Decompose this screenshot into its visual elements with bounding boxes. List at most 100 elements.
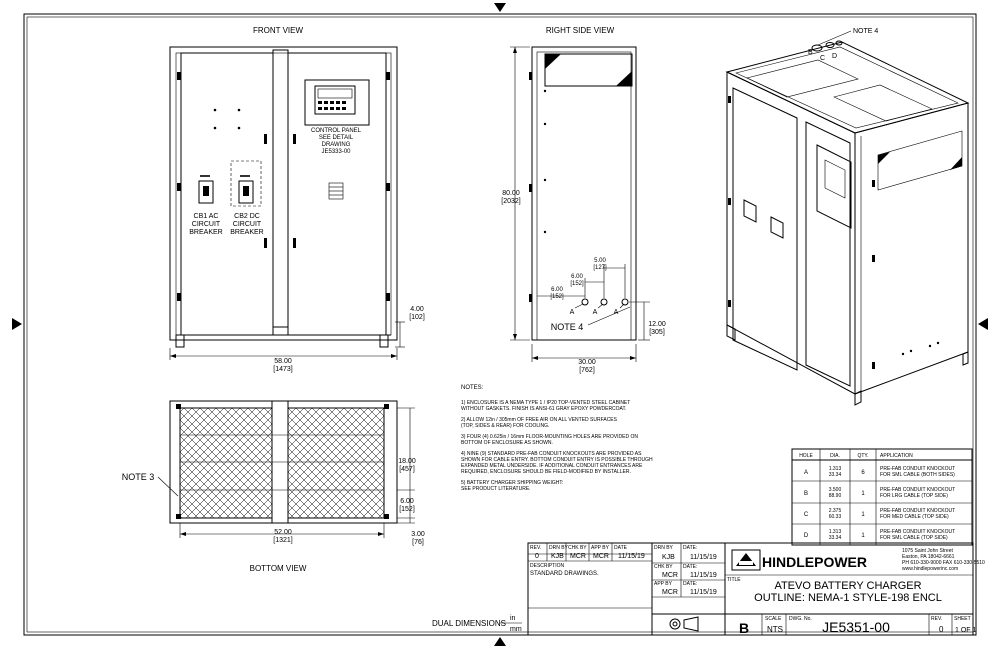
notes-title: NOTES: — [461, 385, 484, 391]
dual-dims-label: DUAL DIMENSIONS — [432, 619, 506, 628]
hole-col-dia: DIA. — [830, 453, 840, 459]
front-width-dim: 58.00 — [274, 358, 292, 365]
bottom-width-dim: 52.00 — [274, 529, 292, 536]
drn-by-value: KJB — [662, 554, 675, 561]
title-label: TITLE — [727, 577, 741, 583]
bottom-width-dim-mm: [1321] — [273, 537, 293, 544]
side-height-dim: 80.00 — [502, 190, 520, 197]
date-value: 11/15/19 — [618, 553, 645, 560]
bottom-mesh-left — [179, 407, 273, 519]
foot-dim: 4.00 — [410, 306, 424, 313]
hole-b-dia: 3.500 — [829, 487, 842, 493]
description-text: STANDARD DRAWINGS. — [530, 571, 599, 577]
ko-2-dim: 6.00 — [551, 287, 563, 293]
rev-label: REV. — [931, 616, 942, 622]
iso-top-face — [725, 41, 970, 134]
description-label: DESCRIPTION — [530, 563, 565, 569]
top-center-mark — [494, 3, 506, 12]
note-2-line-1: 2) ALLOW 12in / 305mm OF FREE AIR ON ALL… — [461, 417, 618, 423]
bottom-dim-18-mm: [457] — [399, 466, 415, 473]
cp-label-4: JE5333-00 — [321, 149, 351, 155]
hole-col-app: APPLICATION — [880, 453, 913, 459]
drn-by-label: DRN BY — [654, 545, 674, 551]
front-width-dim-mm: [1473] — [273, 366, 293, 373]
hole-col-hole: HOLE — [799, 453, 813, 459]
date-header: DATE — [614, 545, 628, 551]
cb1-breaker[interactable] — [198, 180, 214, 204]
inner-border — [26, 16, 974, 633]
ko-1-dim-mm: [152] — [570, 281, 584, 287]
hole-a-qty: 6 — [861, 470, 865, 476]
hole-d-qty: 1 — [861, 533, 865, 539]
app-by-label: APP BY — [654, 581, 673, 587]
side-dots — [543, 89, 547, 234]
dual-dimensions-legend: DUAL DIMENSIONS in mm — [432, 615, 522, 633]
iso-letter-c: C — [820, 55, 825, 62]
door-latches — [264, 134, 296, 248]
company-address-1: 1075 Saint John Street — [902, 548, 953, 554]
side-ko-3 — [621, 298, 629, 306]
hole-c-dia-mm: 60.33 — [829, 514, 842, 520]
front-enclosure — [169, 46, 398, 341]
control-panel[interactable] — [304, 79, 370, 126]
right-view-title: RIGHT SIDE VIEW — [546, 26, 615, 35]
hole-a-3: A — [614, 309, 619, 316]
cb1-label-1: CB1 AC — [194, 213, 219, 220]
iso-ko-b — [811, 44, 823, 52]
title-block: REV. DRN BY CHK BY APP BY DATE 0 KJB MCR… — [527, 542, 985, 636]
scale-label: SCALE — [765, 616, 782, 622]
app-header: APP BY — [591, 545, 610, 551]
hole-a-1: A — [570, 309, 575, 316]
drn-header: DRN BY — [549, 545, 569, 551]
note-3-line-2: BOTTOM OF ENCLOSURE AS SHOWN. — [461, 440, 553, 446]
dual-dims-mm: mm — [510, 626, 522, 633]
cb2-breaker[interactable] — [238, 180, 254, 204]
cp-label-3: DRAWING — [322, 142, 351, 148]
front-view: FRONT VIEW CB1 AC CIRCUIT BREAK — [169, 26, 425, 373]
note-5-line-2: SEE PRODUCT LITERATURE. — [461, 486, 531, 492]
hole-a-dia-mm: 33.34 — [829, 472, 842, 478]
iso-top-vent-2 — [833, 84, 933, 122]
hole-b-dia-mm: 88.90 — [829, 493, 842, 499]
company-address-2: Easton, PA 18042-6661 — [902, 554, 955, 560]
hole-a-2: A — [593, 309, 598, 316]
bottom-dim-3: 3.00 — [411, 531, 425, 538]
company-name: HINDLEPOWER — [762, 554, 867, 570]
company-logo-icon — [731, 549, 761, 571]
side-top-vent — [544, 53, 633, 87]
hole-d-app-1: PRE-FAB CONDUIT KNOCKOUT — [880, 529, 955, 535]
cb2-label-2: CIRCUIT — [233, 221, 262, 228]
iso-control-panel — [816, 144, 852, 229]
note-5-line-1: 5) BATTERY CHARGER SHIPPING WEIGHT: — [461, 480, 563, 486]
front-foot-left — [175, 334, 185, 348]
chk-date-label: DATE: — [683, 564, 697, 570]
note-3-line-1: 3) FOUR (4) 0.625in / 16mm FLOOR-MOUNTIN… — [461, 434, 638, 440]
left-center-mark — [12, 318, 22, 330]
side-ko-1 — [581, 298, 589, 306]
side-depth-dim-mm: [762] — [579, 367, 595, 374]
table-row: D — [804, 533, 809, 539]
rev-value-bottom: 0 — [939, 625, 944, 634]
company-address-3: PH 610-330-9000 FAX 610-330-5510 — [902, 560, 985, 566]
bottom-dim-3-mm: [76] — [412, 539, 424, 546]
chk-by-value: MCR — [662, 572, 678, 579]
table-row: A — [804, 470, 808, 476]
iso-ko-d — [835, 40, 843, 46]
ko-1-dim: 6.00 — [571, 274, 583, 280]
hole-b-app-2: FOR LRG CABLE (TOP SIDE) — [880, 493, 948, 499]
note-4-line-4: REQUIRED, ENCLOSURE SHOULD BE FIELD-MODI… — [461, 469, 631, 475]
app-value: MCR — [593, 553, 609, 560]
cb1-label-2: CIRCUIT — [192, 221, 221, 228]
side-height-dim-mm: [2032] — [501, 198, 521, 205]
side-tabs — [529, 72, 532, 302]
mounting-dots — [213, 108, 241, 130]
iso-ko-c — [825, 42, 835, 48]
bottom-view: BOTTOM VIEW NOTE 3 52.00 [1321] 18.00 [4… — [122, 400, 425, 573]
scale-value: NTS — [767, 625, 783, 634]
right-center-mark — [978, 318, 988, 330]
bottom-view-title: BOTTOM VIEW — [250, 564, 307, 573]
hole-b-app-1: PRE-FAB CONDUIT KNOCKOUT — [880, 487, 955, 493]
bottom-note3: NOTE 3 — [122, 472, 155, 482]
bottom-mesh-right — [287, 407, 385, 519]
foot-dim-mm: [102] — [409, 314, 425, 321]
